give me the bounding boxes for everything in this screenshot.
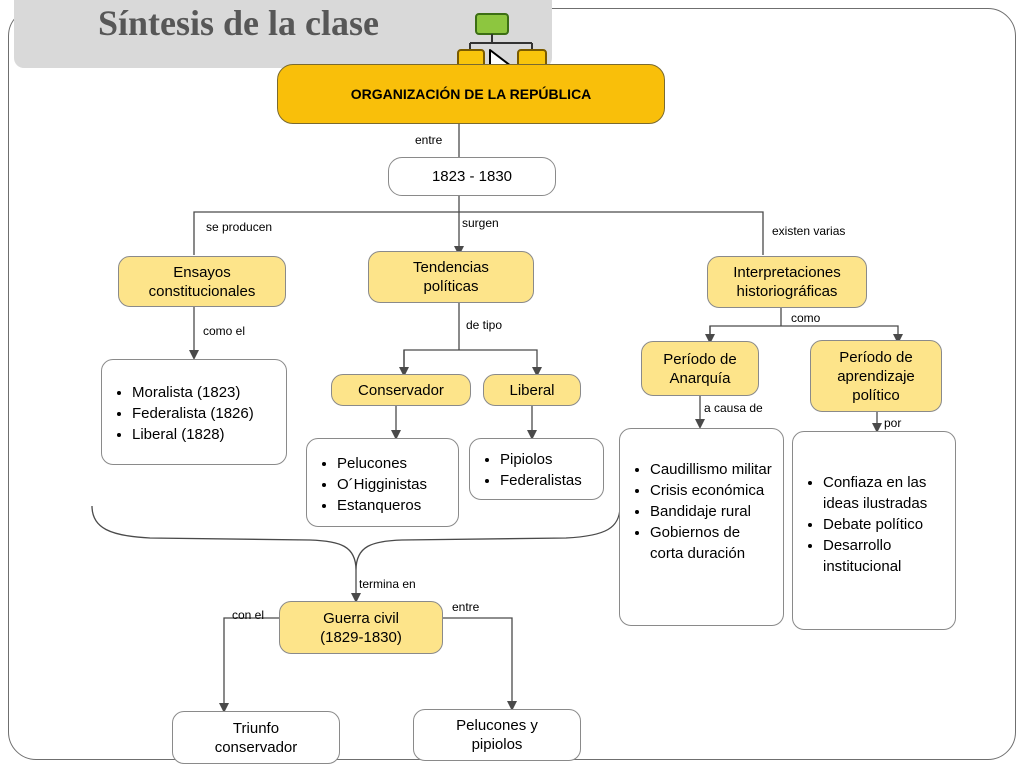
list-item: Pelucones	[337, 453, 458, 474]
triunfo-line1: Triunfo	[232, 719, 280, 737]
conservador-node: Conservador	[331, 374, 471, 406]
label-como: como	[791, 311, 821, 325]
label-termina-en: termina en	[359, 577, 416, 591]
list-item: Federalistas	[500, 470, 603, 491]
list-item: O´Higginistas	[337, 474, 458, 495]
conservador-list: Pelucones O´Higginistas Estanqueros	[306, 438, 459, 527]
label-de-tipo: de tipo	[466, 318, 503, 332]
interpretaciones-line1: Interpretaciones	[733, 264, 841, 281]
tendencias-line2: políticas	[423, 278, 479, 295]
list-item: Federalista (1826)	[132, 403, 286, 424]
aprendizaje-list: Confiaza en las ideas ilustradas Debate …	[792, 431, 956, 630]
tendencias-node: Tendencias políticas	[368, 251, 534, 303]
aprendizaje-line2: aprendizaje	[837, 367, 915, 385]
period-node: 1823 - 1830	[388, 157, 556, 196]
list-item: Crisis económica	[650, 480, 775, 501]
interpretaciones-line2: historiográficas	[736, 283, 838, 300]
list-item: Caudillismo militar	[650, 459, 775, 480]
list-item: Confiaza en las ideas ilustradas	[823, 472, 947, 514]
label-se-producen: se producen	[206, 220, 273, 234]
ensayos-line2: constitucionales	[148, 282, 256, 300]
list-item: Desarrollo institucional	[823, 535, 947, 577]
anarquia-list: Caudillismo militar Crisis económica Ban…	[619, 428, 784, 626]
label-entre: entre	[415, 133, 443, 147]
triunfo-line2: conservador	[214, 738, 298, 756]
list-item: Debate político	[823, 514, 947, 535]
label-entre-2: entre	[452, 600, 480, 614]
list-item: Moralista (1823)	[132, 382, 286, 403]
tendencias-line1: Tendencias	[413, 259, 489, 276]
label-existen-varias: existen varias	[772, 224, 846, 238]
label-con-el: con el	[232, 608, 265, 622]
ensayos-line1: Ensayos	[173, 263, 231, 281]
guerra-civil-node: Guerra civil(1829-1830)	[279, 601, 443, 654]
liberal-node: Liberal	[483, 374, 581, 406]
anarquia-line1: Período de	[663, 350, 737, 368]
guerra-line2: (1829-1830)	[320, 628, 402, 646]
main-node: ORGANIZACIÓN DE LA REPÚBLICA	[277, 64, 665, 124]
aprendizaje-line3: político	[852, 386, 900, 404]
pelucones-pipiolos-line1: Pelucones y	[456, 717, 538, 734]
anarquia-line2: Anarquía	[669, 369, 731, 387]
label-como-el: como el	[203, 324, 246, 338]
list-item: Estanqueros	[337, 495, 458, 516]
pelucones-pipiolos-node: Pelucones y pipiolos	[413, 709, 581, 761]
guerra-line1: Guerra civil	[323, 609, 399, 627]
pelucones-pipiolos-line2: pipiolos	[471, 736, 523, 753]
interpretaciones-node: Interpretaciones historiográficas	[707, 256, 867, 308]
label-a-causa-de: a causa de	[704, 401, 763, 415]
ensayos-list: Moralista (1823) Federalista (1826) Libe…	[101, 359, 287, 465]
list-item: Bandidaje rural	[650, 501, 775, 522]
page-title: Síntesis de la clase	[98, 3, 380, 43]
list-item: Liberal (1828)	[132, 424, 286, 445]
aprendizaje-line1: Período de	[839, 348, 913, 366]
list-item: Gobiernos de corta duración	[650, 522, 775, 564]
label-por: por	[884, 416, 902, 430]
label-surgen: surgen	[462, 216, 499, 230]
list-item: Pipiolos	[500, 449, 603, 470]
liberal-list: Pipiolos Federalistas	[469, 438, 604, 500]
